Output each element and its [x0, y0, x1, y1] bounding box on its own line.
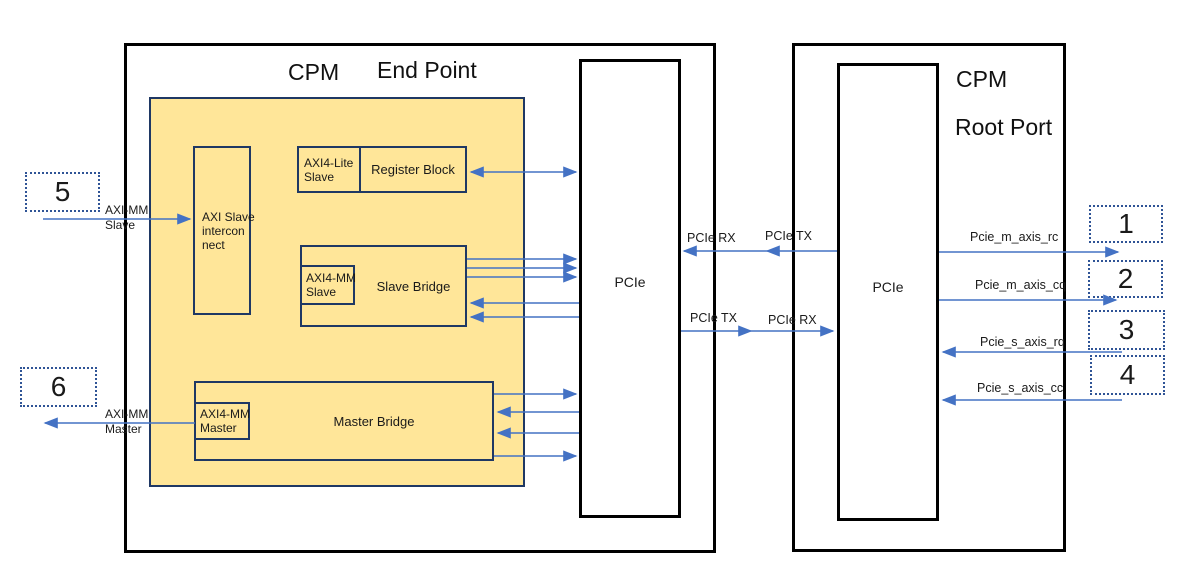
stream-rq-label: Pcie_s_axis_rq	[980, 335, 1065, 349]
link-bottom-rx-label: PCIe RX	[768, 313, 817, 327]
register-block: AXI4-Lite Slave Register Block	[297, 146, 467, 193]
slave-bridge-name: Slave Bridge	[376, 278, 451, 294]
rootport-pcie-label: PCIe	[872, 279, 904, 295]
external-port-1-box: 1	[1089, 205, 1163, 243]
axi4-mm-slave-label-line1: AXI4-MM	[306, 271, 357, 285]
external-port-6-box: 6	[20, 367, 97, 407]
external-port-3-number: 3	[1118, 314, 1135, 345]
axi4-lite-label-line2: Slave	[304, 169, 335, 184]
link-bottom-tx-label: PCIe TX	[690, 311, 738, 325]
axi-mm-master-label-line2: Master	[105, 422, 142, 436]
axi4-mm-slave-label-line2: Slave	[306, 285, 337, 299]
slave-bridge-block: AXI4-MM Slave Slave Bridge	[300, 245, 467, 327]
rootport-title-cpm: CPM	[956, 66, 1008, 92]
rootport-title: Root Port	[955, 114, 1053, 140]
register-block-name-cell: Register Block	[361, 148, 465, 191]
rootport-pcie-block: PCIe	[837, 63, 939, 521]
interconnect-label-line2: intercon	[202, 223, 245, 238]
external-port-5-box: 5	[25, 172, 100, 212]
external-port-3-box: 3	[1088, 310, 1165, 350]
axi-mm-slave-label-line2: Slave	[105, 218, 136, 232]
slave-bridge-port-box: AXI4-MM Slave	[300, 265, 357, 305]
endpoint-yellow-region	[149, 97, 525, 487]
external-port-4-box: 4	[1090, 355, 1165, 395]
link-top-tx-label: PCIe TX	[765, 229, 813, 243]
master-bridge-port-box: AXI4-MM Master	[194, 402, 250, 440]
axi-mm-slave-port-label: AXI-MM Slave	[105, 203, 148, 233]
register-block-port-cell: AXI4-Lite Slave	[299, 148, 361, 191]
master-bridge-block: AXI4-MM Master Master Bridge	[194, 381, 494, 461]
external-port-2-number: 2	[1117, 263, 1134, 294]
interconnect-label-line3: nect	[202, 237, 225, 252]
external-port-5-number: 5	[54, 176, 71, 207]
endpoint-title-cpm: CPM	[288, 59, 340, 85]
axi-mm-master-port-label: AXI-MM Master	[105, 407, 148, 437]
axi-mm-master-label-line1: AXI-MM	[105, 407, 149, 421]
stream-cq-label: Pcie_m_axis_cq	[975, 278, 1067, 292]
axi4-mm-master-label-line2: Master	[200, 421, 237, 435]
endpoint-pcie-block: PCIe	[579, 59, 681, 518]
external-port-2-box: 2	[1088, 260, 1163, 298]
master-bridge-name-cell: Master Bridge	[256, 383, 492, 459]
master-bridge-name: Master Bridge	[333, 413, 415, 429]
link-top-rx-label: PCIe RX	[687, 231, 736, 245]
stream-rc-label: Pcie_m_axis_rc	[970, 230, 1059, 244]
external-port-1-number: 1	[1118, 208, 1134, 239]
stream-cc-label: Pcie_s_axis_cc	[977, 381, 1064, 395]
axi4-lite-label-line1: AXI4-Lite	[304, 155, 354, 170]
interconnect-label-line1: AXI Slave	[202, 209, 255, 224]
endpoint-title: End Point	[377, 57, 477, 83]
external-port-4-number: 4	[1119, 359, 1136, 390]
axi-slave-interconnect-block: AXI Slave intercon nect	[193, 146, 255, 315]
axi-mm-slave-label-line1: AXI-MM	[105, 203, 149, 217]
register-block-name: Register Block	[371, 162, 455, 177]
external-port-6-number: 6	[50, 371, 67, 402]
axi4-mm-master-label-line1: AXI4-MM	[200, 407, 251, 421]
slave-bridge-name-cell: Slave Bridge	[362, 247, 465, 325]
endpoint-pcie-label: PCIe	[614, 273, 646, 290]
